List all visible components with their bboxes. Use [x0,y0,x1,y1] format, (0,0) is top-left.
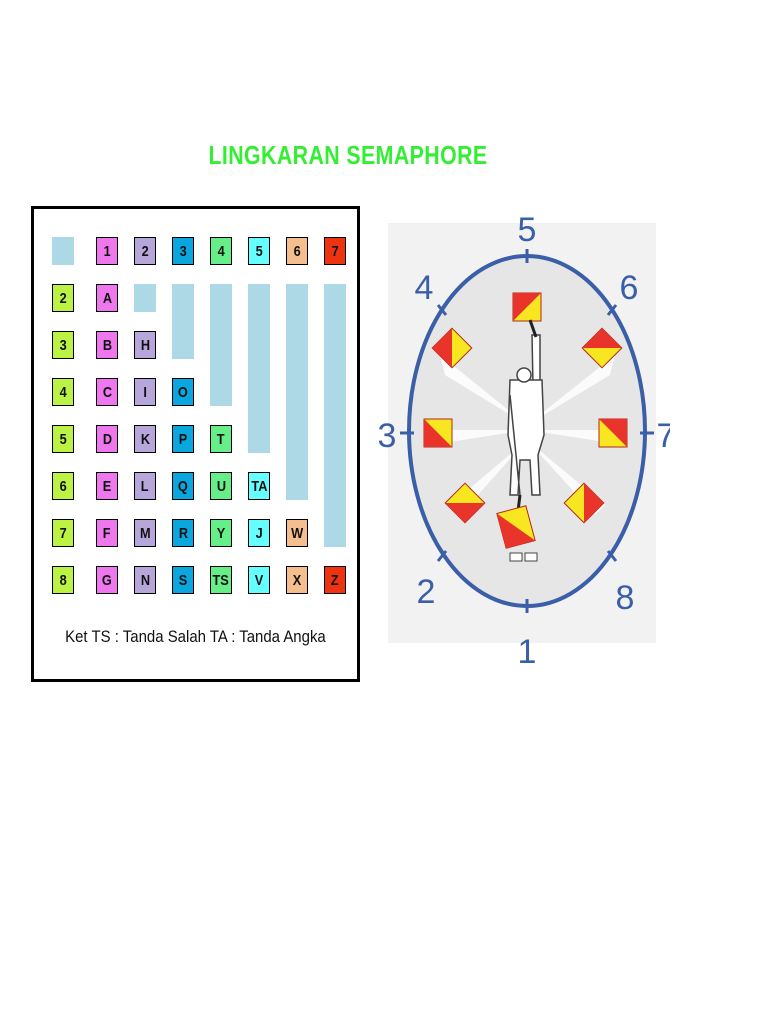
letter-cell-g: G [96,566,118,594]
column-6-filler [286,284,308,500]
row-header-3: 3 [52,331,74,359]
flag-position-5 [512,292,542,322]
letter-cell-j: J [248,519,270,547]
position-label-5: 5 [518,211,537,249]
letter-cell-ta: TA [248,472,270,500]
flag-position-1 [496,505,536,549]
column-7-filler [324,284,346,547]
column-3-filler [172,284,194,359]
position-label-6: 6 [620,269,639,307]
letter-cell-o: O [172,378,194,406]
letter-cell-y: Y [210,519,232,547]
position-label-1: 1 [518,633,537,671]
semaphore-wheel: 1 2 3 4 5 6 7 8 [378,211,670,671]
position-label-4: 4 [415,269,434,307]
letter-cell-l: L [134,472,156,500]
header-cell-1: 1 [96,237,118,265]
signaller-feet [509,552,538,562]
letter-cell-c: C [96,378,118,406]
letter-cell-e: E [96,472,118,500]
letter-cell-f: F [96,519,118,547]
row-header-4: 4 [52,378,74,406]
flag-position-3 [423,418,453,448]
header-cell-3: 3 [172,237,194,265]
letter-cell-w: W [286,519,308,547]
page-title: LINGKARAN SEMAPHORE [208,140,488,170]
header-cell-6: 6 [286,237,308,265]
position-label-2: 2 [417,573,436,611]
position-numbers: 1 2 3 4 5 6 7 8 [378,211,670,671]
letter-cell-x: X [286,566,308,594]
signaller-figure [507,334,545,496]
position-label-8: 8 [616,579,635,617]
header-cell-4: 4 [210,237,232,265]
row-header-2: 2 [52,284,74,312]
row-header-7: 7 [52,519,74,547]
row-header-6: 6 [52,472,74,500]
position-label-3: 3 [378,417,397,455]
corner-filler [52,237,74,265]
letter-cell-n: N [134,566,156,594]
letter-cell-b: B [96,331,118,359]
letter-cell-s: S [172,566,194,594]
column-2-filler [134,284,156,312]
letter-cell-t: T [210,425,232,453]
header-cell-7: 7 [324,237,346,265]
letter-cell-h: H [134,331,156,359]
letter-cell-ts: TS [210,566,232,594]
letter-cell-u: U [210,472,232,500]
flag-position-7 [598,418,628,448]
column-4-filler [210,284,232,406]
tick-marks [400,249,654,613]
letter-cell-i: I [134,378,156,406]
row-header-5: 5 [52,425,74,453]
letter-cell-q: Q [172,472,194,500]
row-header-8: 8 [52,566,74,594]
letter-cell-d: D [96,425,118,453]
letter-cell-k: K [134,425,156,453]
legend-note: Ket TS : Tanda Salah TA : Tanda Angka [65,627,326,646]
letter-cell-p: P [172,425,194,453]
letter-cell-a: A [96,284,118,312]
letter-cell-z: Z [324,566,346,594]
letter-cell-m: M [134,519,156,547]
position-label-7: 7 [657,417,670,455]
letter-cell-r: R [172,519,194,547]
header-cell-5: 5 [248,237,270,265]
header-cell-2: 2 [134,237,156,265]
column-5-filler [248,284,270,453]
semaphore-table: 1 2 3 4 5 6 7 2 3 4 5 6 7 8 A B C D E F … [31,206,360,682]
letter-cell-v: V [248,566,270,594]
